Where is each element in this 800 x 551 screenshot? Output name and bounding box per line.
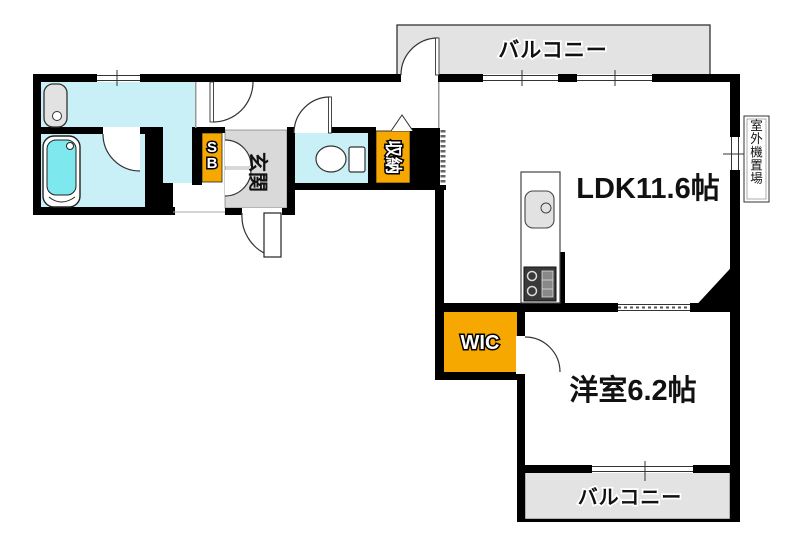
- room-floors: [41, 24, 731, 520]
- wic-closet: [444, 310, 517, 372]
- shoebox-door-arc-upper: [224, 139, 252, 167]
- balcony-top-label: バルコニー: [498, 39, 608, 62]
- balcony-door-arc: [400, 37, 439, 76]
- entry-door-leaf: [263, 212, 282, 258]
- wic-door-arc: [524, 336, 561, 373]
- bathroom-door-arc: [102, 133, 141, 172]
- bathtub: [46, 139, 77, 196]
- entry-door-arc: [241, 212, 267, 255]
- balcony-bottom-label: バルコニー: [578, 486, 683, 509]
- balcony-top-floor: [396, 24, 711, 76]
- ldk-label: LDK11.6帖: [576, 172, 719, 205]
- outdoor-unit-box: [743, 115, 770, 203]
- wic-label: WIC: [461, 332, 500, 354]
- outdoor-unit-label: 室外機置場: [750, 118, 763, 186]
- storage-label: 収納: [384, 140, 404, 174]
- storage-folding-door: [390, 114, 414, 132]
- corner-wedge-wall: [690, 258, 740, 312]
- shoebox-door-arc-lower: [224, 169, 252, 197]
- fixtures: [42, 83, 770, 304]
- walls: [33, 74, 740, 522]
- toilet-door-arc: [293, 96, 331, 134]
- toilet-tank: [348, 146, 366, 173]
- western-room-label: 洋室6.2帖: [569, 373, 696, 407]
- balcony-bottom-floor: [524, 471, 731, 520]
- entrance-label: 玄関: [246, 152, 270, 192]
- doors: [102, 37, 561, 374]
- washroom-floor-2: [163, 128, 192, 183]
- toilet-bowl: [315, 145, 347, 173]
- windows: [97, 70, 747, 481]
- washroom-door-arc: [212, 81, 254, 123]
- kitchen-sink: [524, 190, 555, 229]
